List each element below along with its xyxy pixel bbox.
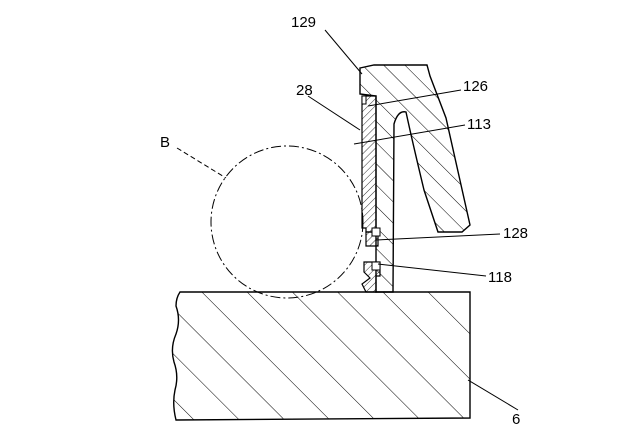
leader-129 [325, 30, 362, 74]
label-126: 126 [463, 78, 488, 95]
leader-28 [308, 96, 360, 130]
ball-b [211, 146, 363, 298]
label-6: 6 [512, 411, 520, 428]
leader-128 [376, 234, 500, 240]
label-129: 129 [291, 14, 316, 31]
leader-b [177, 148, 226, 178]
member-28-strip [362, 96, 376, 232]
leader-6 [468, 380, 518, 410]
label-113: 113 [467, 116, 491, 133]
leader-118 [378, 264, 486, 276]
base-block-6 [172, 292, 470, 420]
label-28: 28 [296, 82, 313, 99]
label-118: 118 [488, 269, 512, 286]
label-b: B [160, 134, 170, 151]
label-128: 128 [503, 225, 528, 242]
